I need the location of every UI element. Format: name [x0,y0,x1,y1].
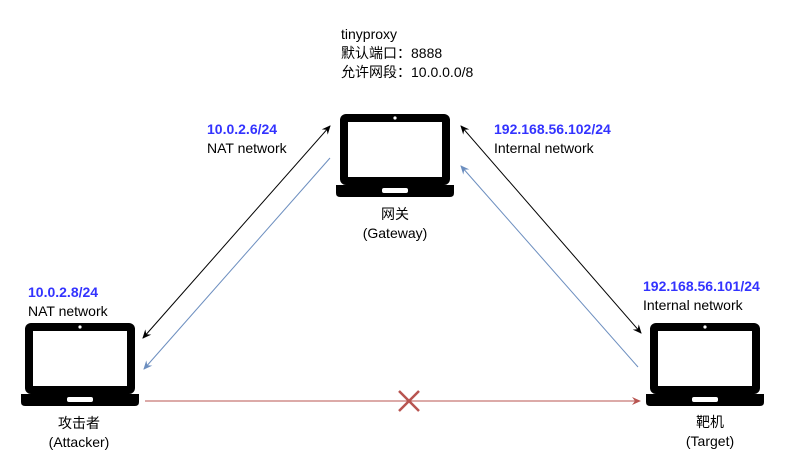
gateway-allowed-net: 允许网段：10.0.0.0/8 [341,64,474,80]
target-laptop-icon [646,323,764,406]
gateway-proxy-name: tinyproxy [341,26,398,42]
gateway-attacker-link [142,125,331,339]
target-to-gateway-flow [460,165,639,368]
attacker-network: NAT network [28,303,108,319]
attacker-label-en: (Attacker) [48,434,110,450]
target-label: 靶机 [696,414,724,430]
target-label-en: (Target) [685,433,735,449]
attacker-laptop-icon [21,323,139,406]
gateway-laptop-icon [336,114,454,197]
attacker-label: 攻击者 [58,415,100,431]
gateway-label-en: (Gateway) [362,225,428,241]
gateway-target-link [460,125,642,334]
gateway-to-attacker-flow [143,157,331,370]
blocked-x-icon [398,390,420,412]
target-network: Internal network [643,297,743,313]
gateway-internal-ip: 192.168.56.102/24 [494,121,611,137]
gateway-internal-network: Internal network [494,140,594,156]
gateway-label: 网关 [381,206,409,222]
attacker-ip: 10.0.2.8/24 [28,284,99,300]
target-ip: 192.168.56.101/24 [643,278,760,294]
gateway-default-port: 默认端口：8888 [341,45,443,61]
gateway-nat-network: NAT network [207,140,287,156]
gateway-nat-ip: 10.0.2.6/24 [207,121,278,137]
